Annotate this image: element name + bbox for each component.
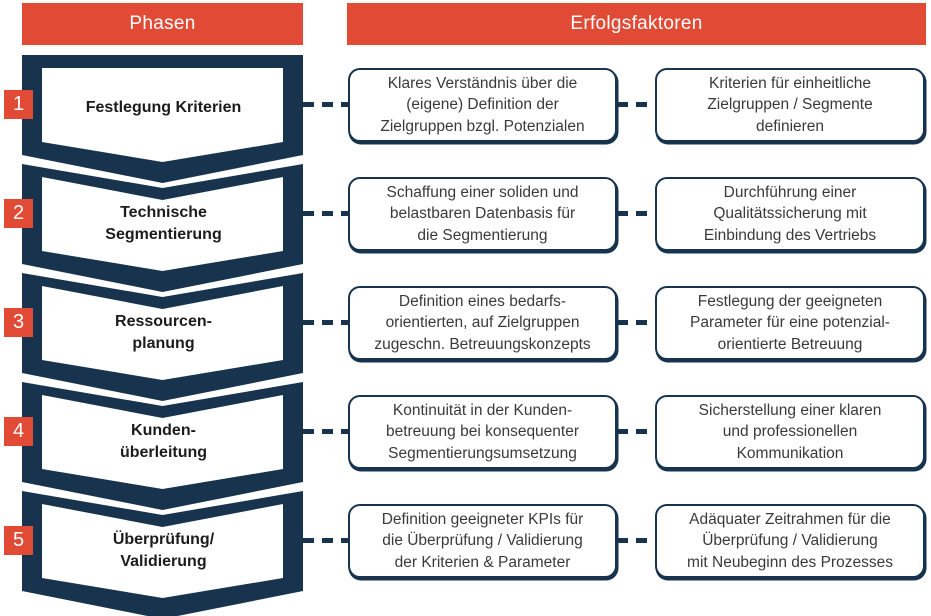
dashed-connector (617, 211, 655, 216)
success-factors-header-label: Erfolgsfaktoren (570, 13, 703, 34)
phase-number-badge: 3 (4, 308, 33, 337)
dashed-connector (303, 429, 348, 434)
factor-box: Definition geeigneter KPIs für die Überp… (348, 504, 617, 578)
factor-box: Kontinuität in der Kunden- betreuung bei… (348, 395, 617, 469)
phase-label: Ressourcen- planung (115, 312, 212, 352)
factor-box: Schaffung einer soliden und belastbaren … (348, 177, 617, 251)
factor-box: Klares Verständnis über die (eigene) Def… (348, 68, 617, 142)
dashed-connector (617, 320, 655, 325)
phase-row-4: 4 Kunden- überleitung Kontinuität in der… (0, 382, 931, 513)
phase-label: Festlegung Kriterien (85, 98, 242, 116)
success-factors-header: Erfolgsfaktoren (347, 3, 926, 45)
factor-box: Kriterien für einheitliche Zielgruppen /… (655, 68, 925, 142)
dashed-connector (303, 211, 348, 216)
phase-number: 5 (12, 529, 25, 551)
phase-number-badge: 2 (4, 199, 33, 228)
dashed-connector (617, 102, 655, 107)
phase-row-3: 3 Ressourcen- planung Definition eines b… (0, 273, 931, 404)
phase-number: 4 (12, 420, 25, 442)
phase-number: 2 (12, 202, 25, 224)
phase-number-badge: 5 (4, 526, 33, 555)
factor-box: Festlegung der geeigneten Parameter für … (655, 286, 925, 360)
phases-header-label: Phasen (129, 13, 196, 34)
chevron-shape-icon (22, 273, 303, 401)
dashed-connector (617, 429, 655, 434)
phase-row-5: 5 Überprüfung/ Validierung Definition ge… (0, 491, 931, 616)
factor-box: Adäquater Zeitrahmen für die Überprüfung… (655, 504, 925, 578)
chevron-shape-icon (22, 164, 303, 292)
phase-label: Technische Segmentierung (105, 203, 222, 243)
factor-box: Durchführung einer Qualitätssicherung mi… (655, 177, 925, 251)
phases-header: Phasen (22, 3, 303, 45)
dashed-connector (303, 320, 348, 325)
phase-number: 1 (12, 93, 25, 115)
dashed-connector (617, 538, 655, 543)
chevron-shape-icon (22, 491, 303, 616)
dashed-connector (303, 102, 348, 107)
dashed-connector (303, 538, 348, 543)
phase-number-badge: 1 (4, 90, 33, 119)
phase-number-badge: 4 (4, 417, 33, 446)
factor-box: Definition eines bedarfs- orientierten, … (348, 286, 617, 360)
phase-row-1: 1 Festlegung Kriterien Klares Verständni… (0, 55, 931, 186)
phase-label: Überprüfung/ Validierung (112, 530, 215, 570)
phase-label: Kunden- überleitung (119, 421, 208, 461)
phase-row-2: 2 Technische Segmentierung Schaffung ein… (0, 164, 931, 295)
chevron-shape-icon (22, 55, 303, 183)
phase-number: 3 (12, 311, 25, 333)
factor-box: Sicherstellung einer klaren und professi… (655, 395, 925, 469)
chevron-shape-icon (22, 382, 303, 510)
